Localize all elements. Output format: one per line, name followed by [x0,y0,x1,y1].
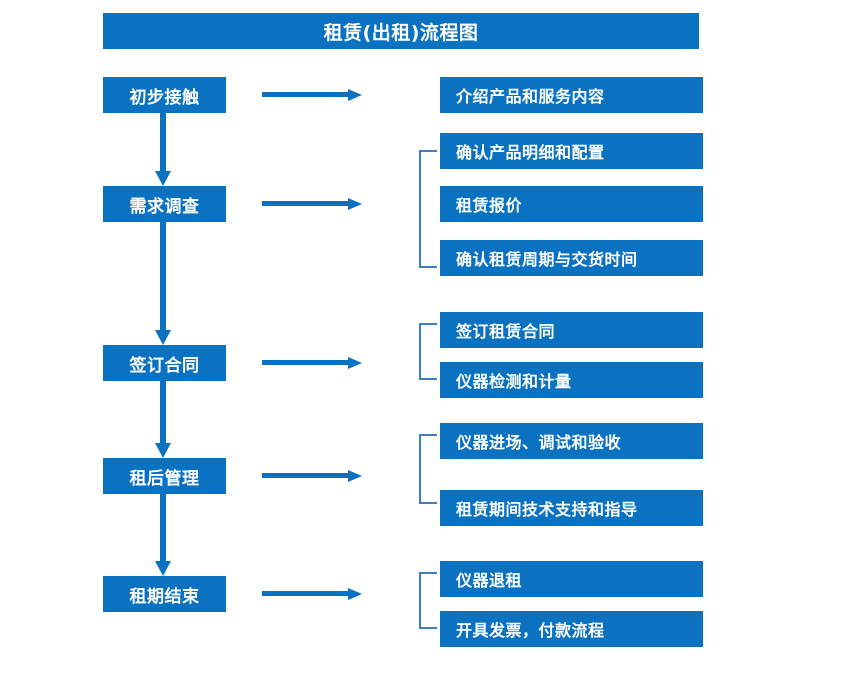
arrow-contract-to-postrental-icon [155,381,171,458]
stage-box-sign-contract[interactable]: 签订合同 [103,345,226,381]
arrow-survey-to-contract-icon [155,222,171,345]
detail-box-lease-quotation[interactable]: 租赁报价 [440,186,703,222]
arrow-to-intro-icon [262,89,362,101]
stage-box-initial-contact[interactable]: 初步接触 [103,77,226,113]
detail-box-introduce-products[interactable]: 介绍产品和服务内容 [440,77,703,113]
detail-box-invoice-payment[interactable]: 开具发票，付款流程 [440,611,703,647]
detail-box-instrument-inspection[interactable]: 仪器检测和计量 [440,362,703,398]
bracket-postrental-group [419,434,437,504]
arrow-to-requirements-icon [262,198,362,210]
arrow-to-contract-icon [262,357,362,369]
bracket-endterm-group [419,572,437,629]
arrow-to-postrental-icon [262,470,362,482]
page-title: 租赁(出租)流程图 [103,13,699,49]
stage-box-lease-end[interactable]: 租期结束 [103,576,226,612]
detail-box-instrument-return[interactable]: 仪器退租 [440,561,703,597]
bracket-survey-group [419,150,437,268]
detail-box-sign-lease-contract[interactable]: 签订租赁合同 [440,312,703,348]
detail-box-instrument-onsite[interactable]: 仪器进场、调试和验收 [440,423,703,459]
arrow-postrental-to-endterm-icon [155,494,171,576]
arrow-contact-to-survey-icon [155,113,171,186]
bracket-contract-group [419,323,437,380]
arrow-to-endterm-icon [262,588,362,600]
detail-box-tech-support[interactable]: 租赁期间技术支持和指导 [440,490,703,526]
stage-box-requirement-survey[interactable]: 需求调查 [103,186,226,222]
detail-box-confirm-product-spec[interactable]: 确认产品明细和配置 [440,133,703,169]
stage-box-post-rental-mgmt[interactable]: 租后管理 [103,458,226,494]
detail-box-confirm-period-delivery[interactable]: 确认租赁周期与交货时间 [440,240,703,276]
